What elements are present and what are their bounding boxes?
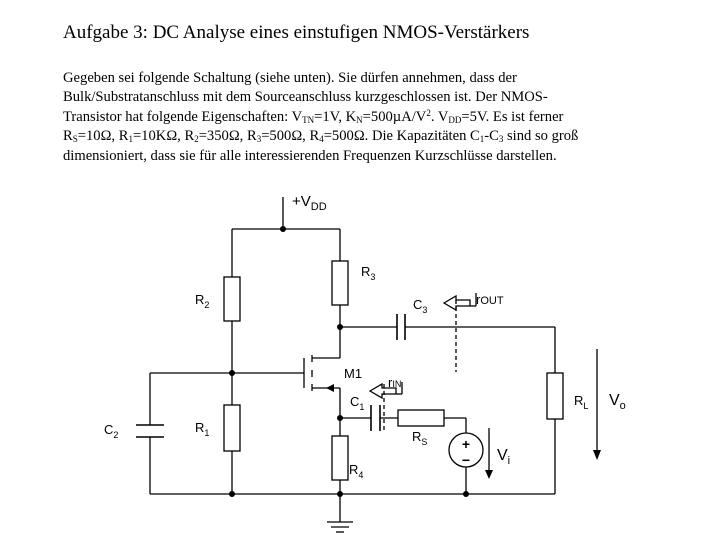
subscript: TN (302, 114, 315, 125)
capacitor-c1 (370, 405, 381, 431)
description-line-3: Transistor hat folgende Eigenschaften: V… (63, 108, 703, 127)
text-fragment: =10KΩ, R (132, 128, 195, 145)
exercise-title: Aufgabe 3: DC Analyse eines einstufigen … (63, 22, 530, 43)
label-c3: C3 (413, 297, 427, 315)
capacitor-c3 (396, 314, 406, 340)
text-fragment: =500Ω, R (261, 128, 320, 145)
text-fragment: =350Ω, R (198, 128, 257, 145)
text-fragment: =5V. Es ist ferner (461, 108, 564, 125)
subscript: 2 (194, 134, 199, 145)
capacitor-c2 (136, 424, 164, 438)
description-line-1: Gegeben sei folgende Schaltung (siehe un… (63, 70, 517, 86)
label-r4: R4 (349, 462, 363, 480)
resistor-r4 (331, 435, 349, 481)
subscript: 1 (128, 134, 133, 145)
superscript: 2 (426, 107, 431, 118)
label-vi: Vi (497, 447, 510, 467)
text-fragment: =500Ω. Die Kapazitäten C (323, 128, 480, 145)
subscript: 3 (256, 134, 262, 145)
description-line-4: RS=10Ω, R1=10KΩ, R2=350Ω, R3=500Ω, R4=50… (63, 127, 703, 146)
resistor-r3 (331, 260, 349, 306)
subscript: DD (448, 114, 462, 125)
subscript: 1 (479, 134, 485, 145)
subscript: S (72, 134, 78, 145)
label-rout: rOUT (476, 292, 504, 307)
text-fragment: . V (430, 108, 449, 125)
source-minus-sign: − (462, 452, 470, 468)
text-fragment: =10Ω, R (77, 128, 129, 145)
label-rin: rIN (388, 375, 401, 390)
label-c1: C1 (350, 394, 364, 412)
resistor-rl (546, 372, 564, 420)
mosfet-arrow-icon (326, 384, 334, 392)
exercise-description: Gegeben sei folgende Schaltung (siehe un… (63, 69, 703, 166)
label-rs: RS (412, 429, 427, 447)
subscript: 3 (498, 134, 504, 145)
text-fragment: -C (484, 128, 499, 145)
description-line-2: Bulk/Substratanschluss mit dem Sourceans… (63, 89, 548, 106)
voltage-source-vi (448, 432, 484, 468)
subscript: N (356, 114, 363, 125)
circuit-wires (149, 197, 556, 533)
description-line-5: dimensioniert, dass sie für alle interes… (63, 147, 557, 164)
label-rl: RL (574, 393, 588, 411)
text-fragment: Transistor hat folgende Eigenschaften: V (63, 108, 303, 125)
vi-arrow-icon (485, 428, 493, 479)
resistor-r2 (223, 276, 241, 322)
label-m1: M1 (344, 366, 362, 381)
resistor-rs (397, 409, 445, 427)
label-r2: R2 (195, 292, 209, 310)
label-vo: Vo (609, 392, 626, 412)
label-r3: R3 (361, 264, 375, 282)
resistor-r1 (223, 404, 241, 452)
label-r1: R1 (195, 420, 209, 438)
label-c2: C2 (104, 422, 118, 440)
subscript: 4 (319, 134, 324, 145)
text-fragment: sind so groß (503, 128, 579, 145)
label-vdd: +VDD (292, 193, 327, 213)
text-fragment: R (63, 128, 73, 145)
vo-arrow-icon (593, 349, 601, 460)
text-fragment: =1V, K (314, 108, 357, 125)
junction-dots (229, 226, 469, 497)
text-fragment: =500µA/V (362, 108, 427, 125)
source-plus-sign: + (462, 436, 470, 452)
